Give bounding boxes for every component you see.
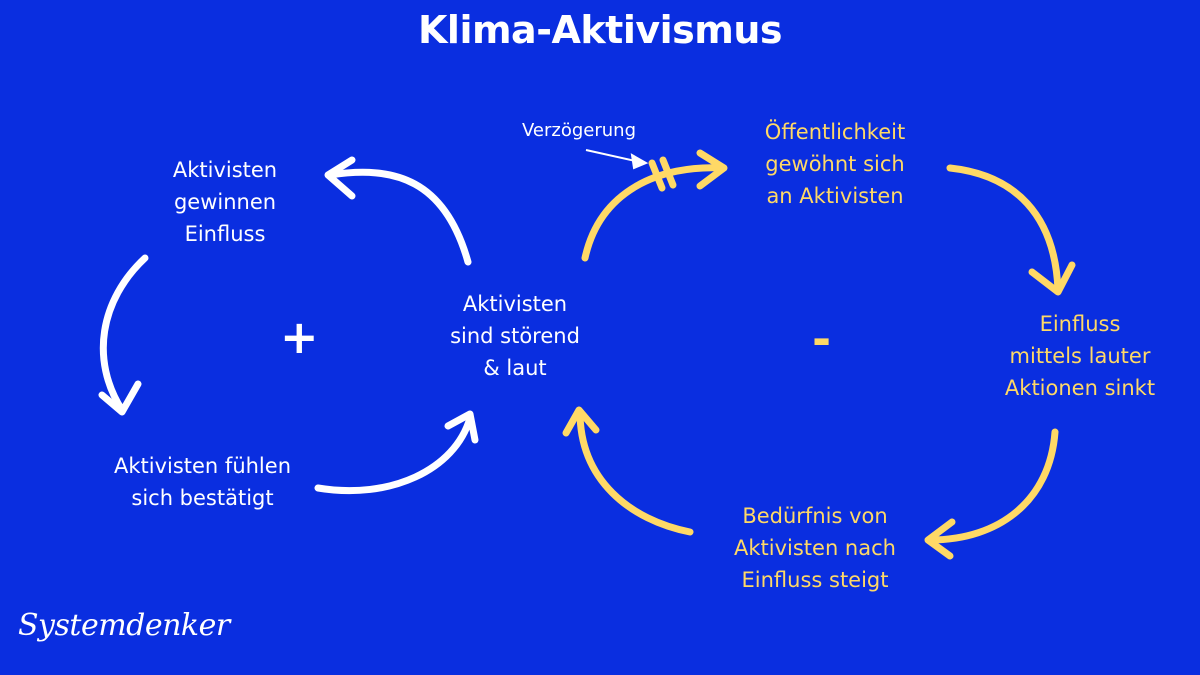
balancing-loop-sign: - (812, 312, 832, 366)
node-public-habituation: Öffentlichkeit gewöhnt sich an Aktiviste… (764, 120, 906, 208)
node-need-rises: Bedürfnis von Aktivisten nach Einfluss s… (734, 504, 896, 592)
arrow-influence-sinks-to-need (926, 428, 1059, 544)
delay-mark-2 (659, 156, 677, 189)
systemdenker-logo: Systemdenker (18, 608, 230, 643)
arrow-center-to-gain-influence (326, 168, 472, 266)
arrow-habituation-to-influence-sinks (946, 164, 1062, 294)
arrow-gain-influence-to-confirmed (99, 254, 149, 414)
arrow-gain-influence-to-confirmed-head (98, 380, 142, 416)
arrow-center-to-public-habituation-head (696, 149, 728, 190)
arrow-need-to-center (576, 408, 694, 536)
arrow-confirmed-to-center (314, 414, 474, 495)
delay-pointer (585, 149, 649, 170)
delay-label: Verzögerung (522, 120, 636, 141)
node-gain-influence: Aktivisten gewinnen Einfluss (172, 158, 278, 246)
node-center: Aktivisten sind störend & laut (450, 292, 580, 380)
delay-mark-1 (648, 159, 666, 192)
node-feel-confirmed: Aktivisten fühlen sich bestätigt (113, 454, 291, 510)
arrow-need-to-center-head (562, 406, 600, 437)
node-influence-sinks: Einfluss mittels lauter Aktionen sinkt (1004, 312, 1156, 400)
arrow-center-to-gain-influence-head (324, 156, 356, 200)
arrow-center-to-public-habituation (581, 164, 726, 262)
arrow-habituation-to-influence-sinks-head (1028, 261, 1076, 296)
reinforcing-loop-sign: + (280, 310, 319, 364)
arrow-influence-sinks-to-need-head (924, 518, 956, 560)
diagram-title: Klima-Aktivismus (417, 8, 783, 52)
arrow-confirmed-to-center-head (444, 410, 479, 444)
